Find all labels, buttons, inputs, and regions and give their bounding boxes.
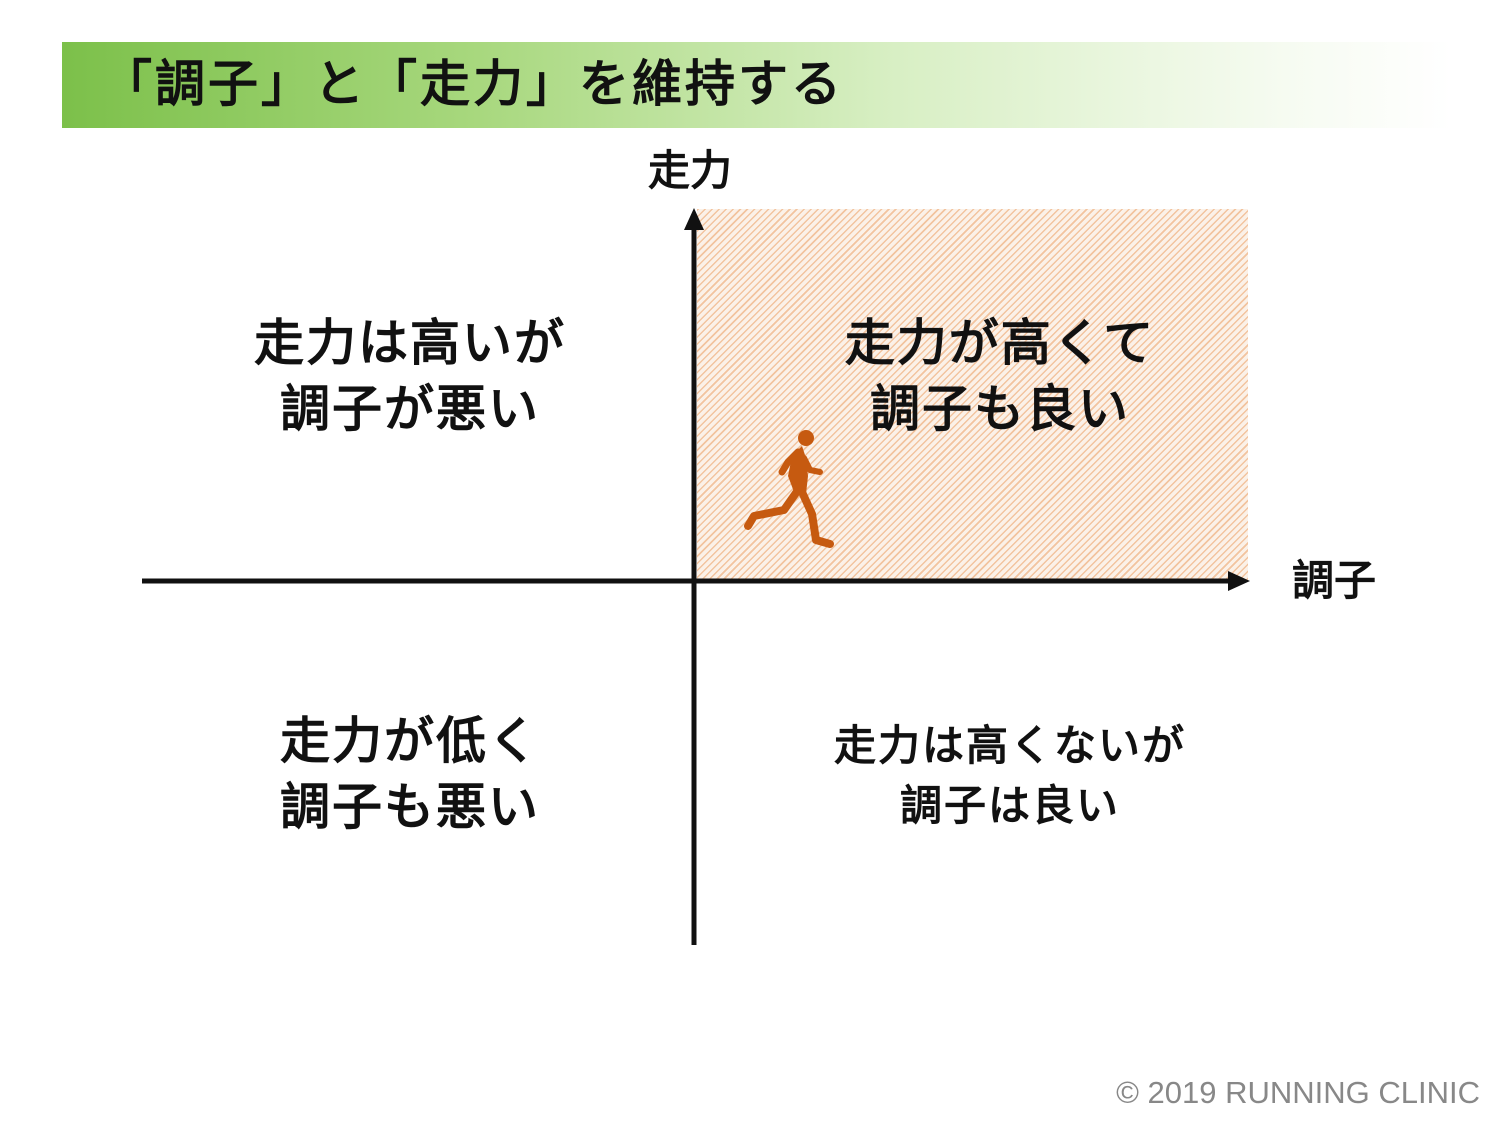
quadrant-bottom-right: 走力は高くないが 調子は良い (770, 716, 1250, 836)
highlighted-quadrant (697, 209, 1248, 581)
x-axis-label: 調子 (1292, 556, 1377, 605)
quadrant-top-right-line2: 調子も良い (870, 380, 1130, 438)
runner-icon (744, 430, 834, 548)
copyright-text: © 2019 RUNNING CLINIC (1116, 1075, 1480, 1110)
y-axis-arrow (684, 208, 704, 230)
title-bar: 「調子」と「走力」を維持する (62, 42, 1452, 128)
quadrant-top-left-line1: 走力は高いが (254, 314, 566, 372)
x-axis-arrow (1228, 571, 1250, 591)
quadrant-bottom-left-line2: 調子も悪い (280, 778, 540, 836)
y-axis-label: 走力 (648, 146, 733, 195)
quadrant-bottom-left: 走力が低く 調子も悪い (200, 708, 620, 840)
page-title: 「調子」と「走力」を維持する (102, 55, 844, 113)
quadrant-bottom-left-line1: 走力が低く (280, 712, 540, 770)
quadrant-top-right: 走力が高くて 調子も良い (790, 310, 1210, 442)
quadrant-bottom-right-line1: 走力は高くないが (833, 721, 1186, 770)
quadrant-top-right-line1: 走力が高くて (844, 314, 1156, 372)
quadrant-top-left-line2: 調子が悪い (280, 380, 540, 438)
quadrant-top-left: 走力は高いが 調子が悪い (200, 310, 620, 442)
quadrant-bottom-right-line2: 調子は良い (899, 781, 1120, 830)
